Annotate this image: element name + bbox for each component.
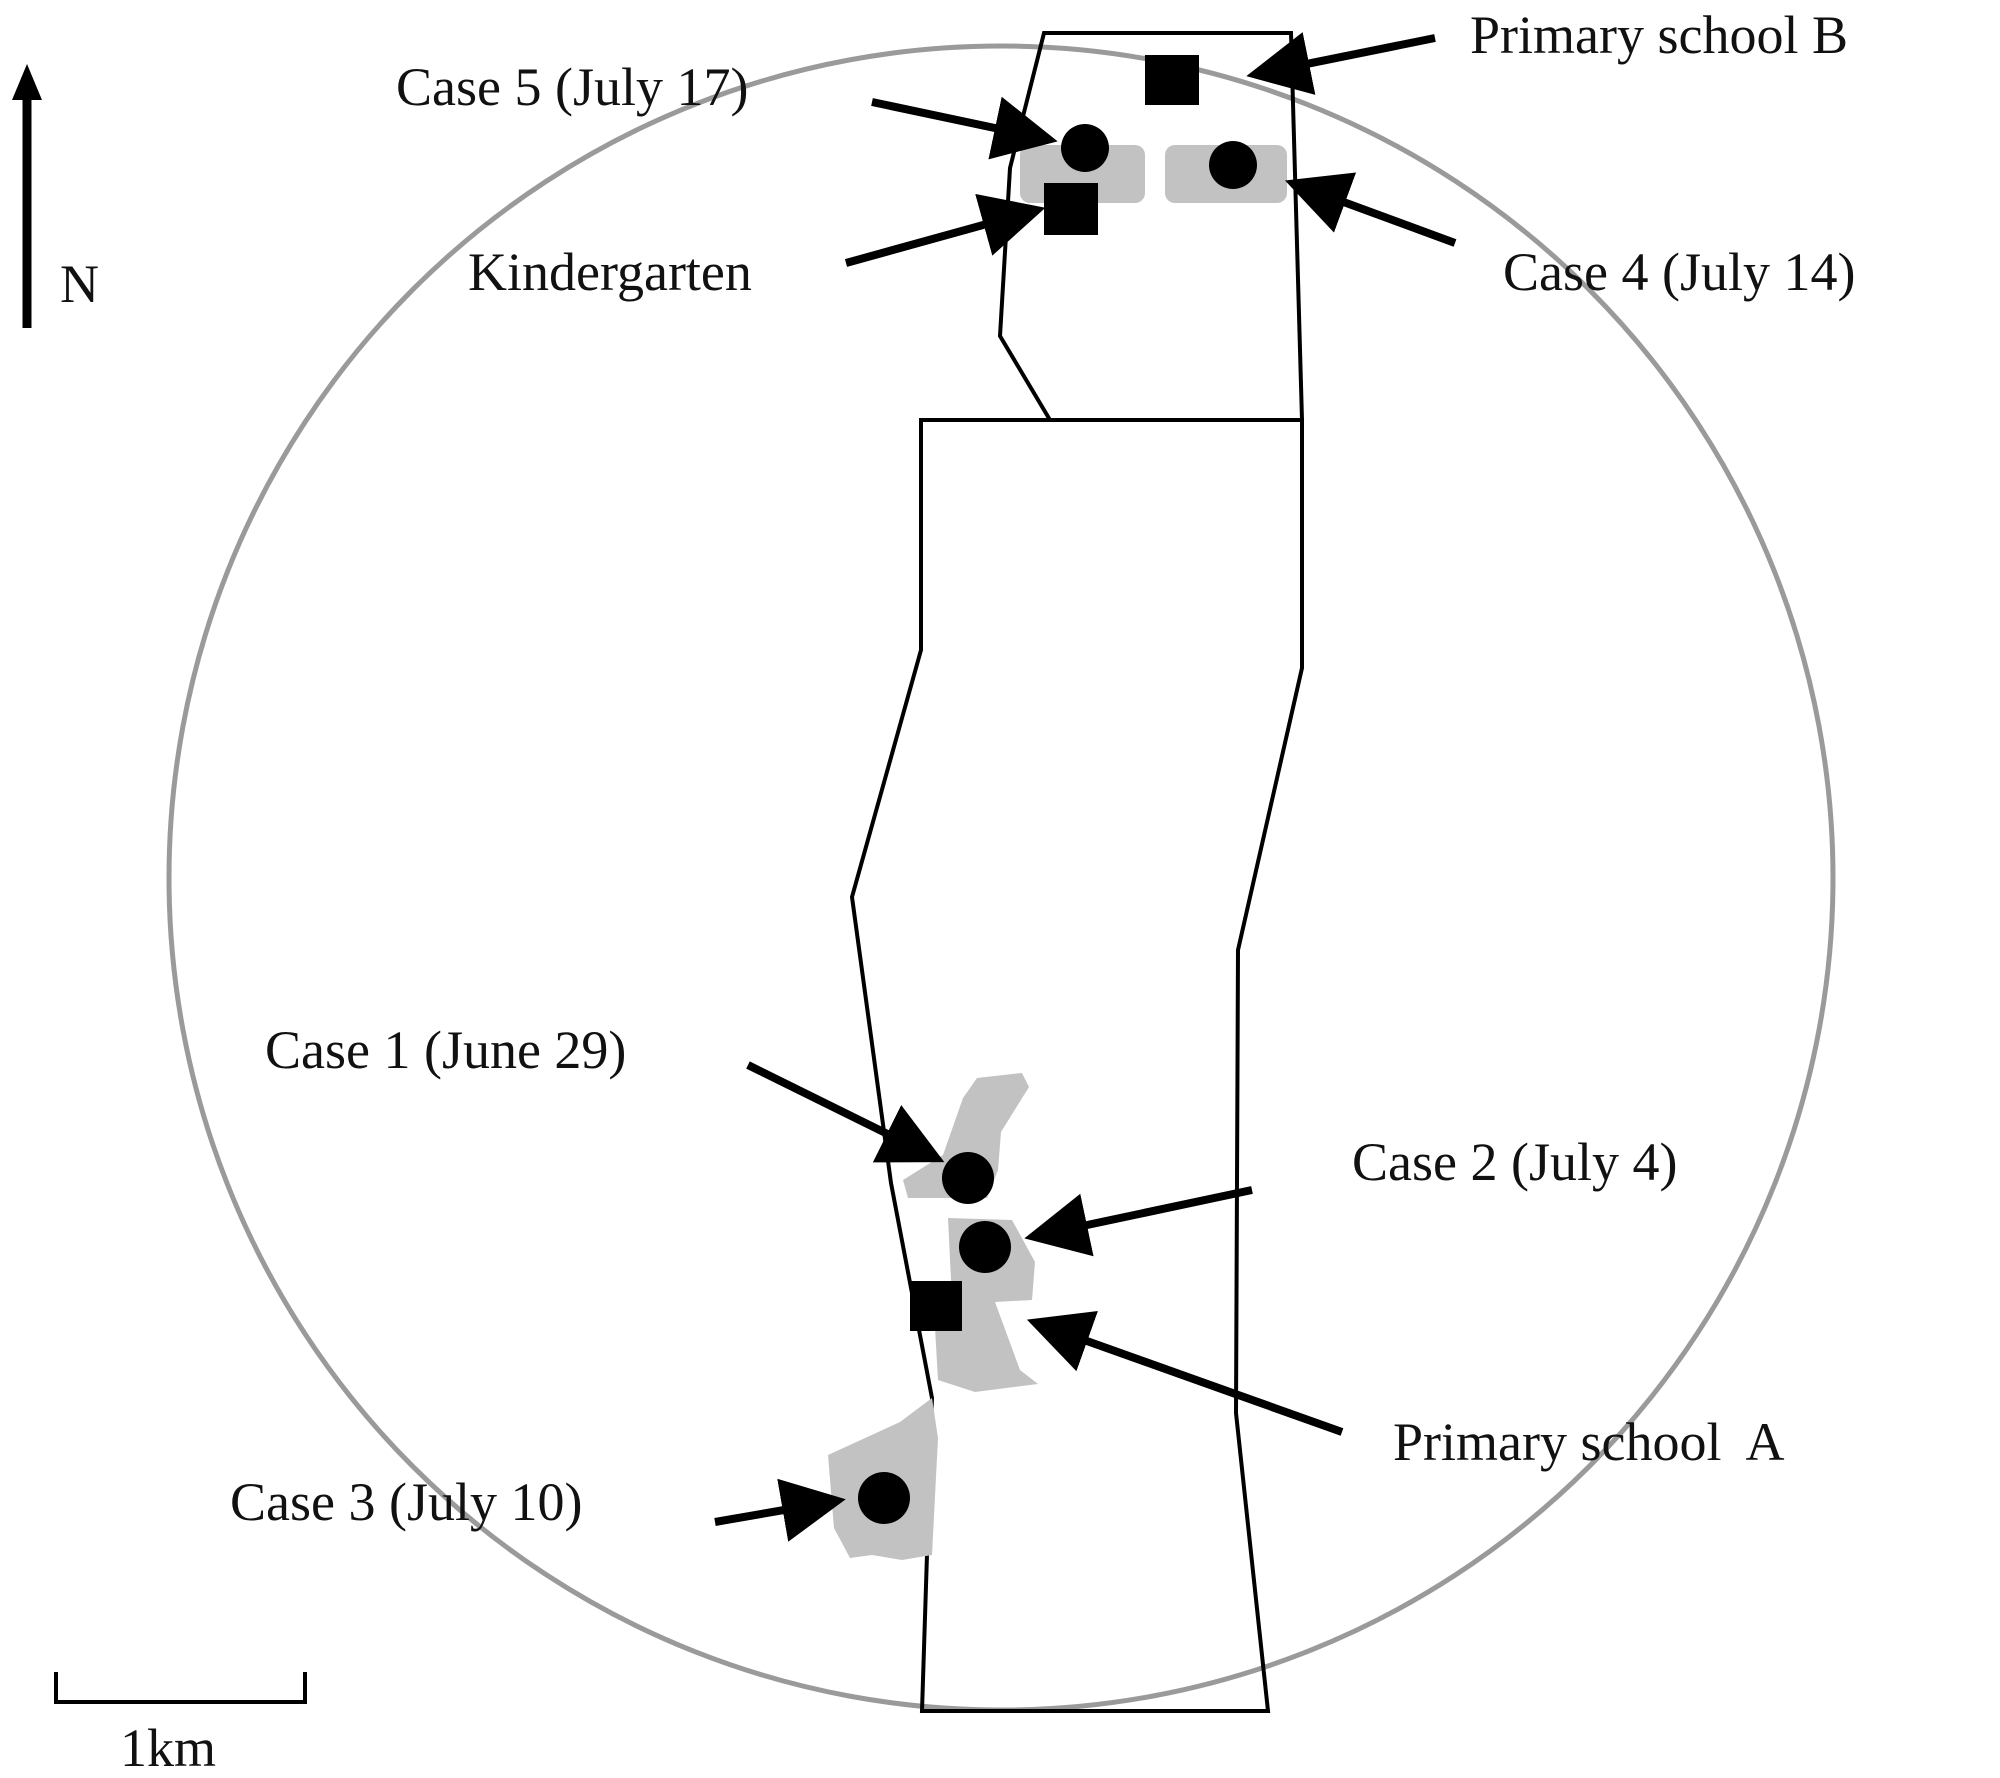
label-primary-school-b: Primary school B (1470, 5, 1848, 65)
arrow-primary-school-a (1026, 1310, 1344, 1436)
case-2-marker (959, 1221, 1011, 1273)
arrow-case-3 (714, 1478, 846, 1542)
arrow-case-5 (871, 96, 1058, 160)
case-3-marker (858, 1472, 910, 1524)
primary-school-b-marker (1145, 55, 1199, 105)
label-case-5: Case 5 (July 17) (396, 57, 748, 117)
label-primary-school-a: Primary school A (1393, 1412, 1784, 1472)
case-markers (858, 124, 1257, 1524)
arrow-kindergarten (844, 193, 1046, 267)
facility-markers (910, 55, 1199, 1331)
arrow-case-2 (1024, 1186, 1253, 1257)
north-arrow-icon (12, 64, 42, 328)
scale-bar-label: 1km (120, 1718, 216, 1778)
area-case-1 (903, 1073, 1029, 1198)
scale-bar-icon (54, 1672, 307, 1704)
affected-areas (828, 145, 1287, 1560)
arrow-case-4 (1284, 172, 1457, 247)
label-case-4: Case 4 (July 14) (1503, 242, 1855, 302)
label-kindergarten: Kindergarten (468, 242, 752, 302)
kindergarten-marker (1044, 183, 1098, 235)
pointer-arrows (714, 32, 1457, 1542)
arrow-primary-school-b (1246, 32, 1436, 95)
case-4-marker (1209, 141, 1257, 189)
label-case-2: Case 2 (July 4) (1352, 1132, 1677, 1192)
arrow-case-1 (746, 1061, 945, 1163)
label-case-3: Case 3 (July 10) (230, 1472, 582, 1532)
primary-school-a-marker (910, 1281, 962, 1331)
label-case-1: Case 1 (June 29) (265, 1020, 626, 1080)
area-case-2 (935, 1218, 1038, 1392)
case-5-marker (1061, 124, 1109, 172)
case-1-marker (942, 1152, 994, 1204)
north-label: N (60, 254, 99, 314)
